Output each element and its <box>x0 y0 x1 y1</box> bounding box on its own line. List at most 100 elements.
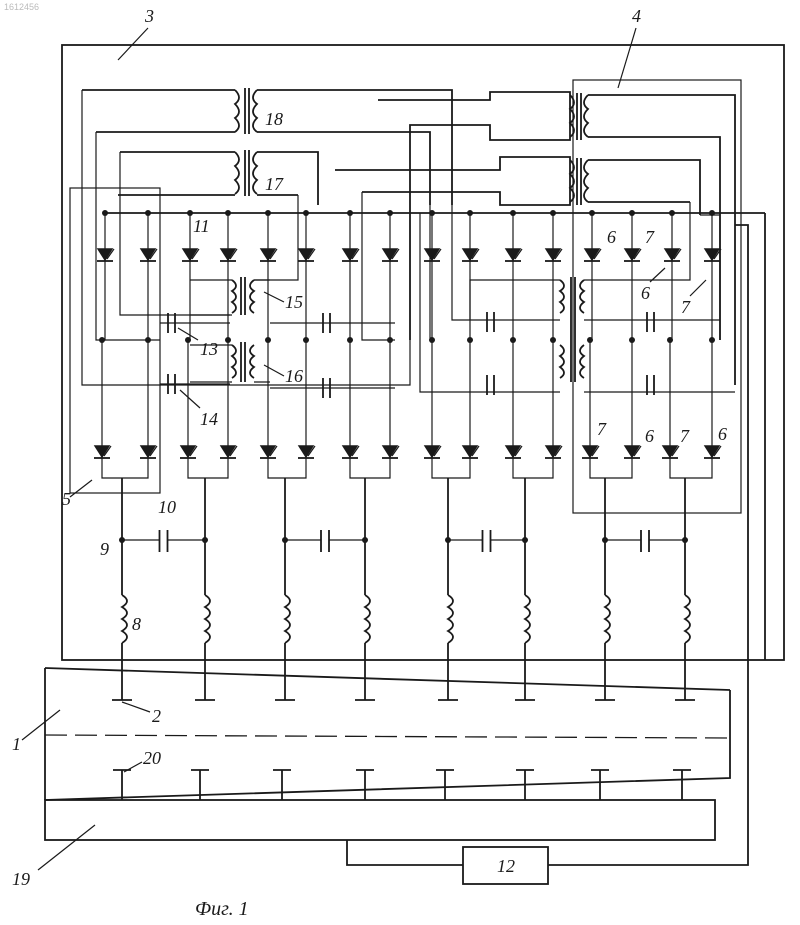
junction-dot <box>629 337 635 343</box>
thyristor <box>662 436 679 468</box>
inductor <box>448 595 453 643</box>
inductor <box>285 595 290 643</box>
thyristor <box>97 239 114 271</box>
thyristor <box>220 239 237 271</box>
junction-dot <box>467 337 473 343</box>
junction-dot <box>510 337 516 343</box>
junction-dot <box>202 537 208 543</box>
junction-dot <box>119 537 125 543</box>
label-8: 8 <box>132 614 141 634</box>
transformer-mid-right <box>560 277 584 382</box>
pair-join <box>590 468 632 478</box>
thyristor <box>582 436 599 468</box>
junction-dot <box>265 337 271 343</box>
junction-dot <box>185 337 191 343</box>
junction-dot <box>99 337 105 343</box>
label-13: 13 <box>200 339 218 359</box>
pair-join <box>513 468 553 478</box>
thyristor <box>260 239 277 271</box>
thyristor-array <box>94 210 721 468</box>
thyristor <box>624 239 641 271</box>
thyristor <box>342 239 359 271</box>
figure-caption: Фиг. 1 <box>195 898 249 920</box>
label-15: 15 <box>285 292 303 312</box>
junction-dot <box>362 537 368 543</box>
label-10: 10 <box>158 497 176 517</box>
junction-dot <box>387 337 393 343</box>
inner-wiring <box>82 90 735 392</box>
label-6-bot-a: 6 <box>645 426 654 446</box>
junction-dot <box>682 537 688 543</box>
pair-join <box>670 468 712 478</box>
leg-wire <box>670 271 672 436</box>
label-14: 14 <box>200 409 218 429</box>
thyristor <box>462 239 479 271</box>
base-19 <box>45 800 715 840</box>
junction-dot <box>282 537 288 543</box>
label-6-bot-b: 6 <box>718 424 727 444</box>
leg-wire <box>188 271 190 436</box>
junction-dot <box>445 537 451 543</box>
label-3: 3 <box>144 6 154 26</box>
thyristor <box>545 436 562 468</box>
thyristor <box>382 436 399 468</box>
junction-dot <box>303 337 309 343</box>
label-19: 19 <box>12 869 30 889</box>
junction-dot <box>225 337 231 343</box>
leg-wire <box>590 271 592 436</box>
thyristor <box>624 436 641 468</box>
inductor <box>122 595 127 643</box>
label-11: 11 <box>193 216 210 236</box>
thyristor <box>704 239 721 271</box>
label-4: 4 <box>632 6 641 26</box>
thyristor <box>382 239 399 271</box>
label-1: 1 <box>12 734 21 754</box>
label-7-bot-a: 7 <box>597 419 607 439</box>
label-18: 18 <box>265 109 283 129</box>
label-9: 9 <box>100 539 109 559</box>
transformer-15 <box>232 277 254 315</box>
thyristor <box>298 239 315 271</box>
thyristor <box>584 239 601 271</box>
label-5: 5 <box>62 489 71 509</box>
junction-dot <box>429 337 435 343</box>
label-6-top: 6 <box>607 227 616 247</box>
transformer-16 <box>232 342 254 382</box>
transformer-right-mid <box>335 157 700 215</box>
pair-join <box>188 468 228 478</box>
junction-dot <box>522 537 528 543</box>
phase-legs <box>102 468 712 800</box>
junction-dot <box>667 337 673 343</box>
thyristor <box>298 436 315 468</box>
junction-dot <box>145 337 151 343</box>
junction-dot <box>709 337 715 343</box>
label-17: 17 <box>265 174 284 194</box>
label-16: 16 <box>285 366 303 386</box>
thyristor <box>342 436 359 468</box>
thyristor <box>462 436 479 468</box>
thyristor <box>260 436 277 468</box>
thyristor <box>505 239 522 271</box>
transformer-17 <box>118 150 318 205</box>
label-20: 20 <box>143 748 161 768</box>
thyristor <box>140 436 157 468</box>
leg-wire <box>102 271 105 436</box>
junction-dot <box>587 337 593 343</box>
thyristor <box>505 436 522 468</box>
thyristor <box>424 436 441 468</box>
control-link <box>347 225 748 865</box>
thyristor <box>94 436 111 468</box>
thyristor <box>180 436 197 468</box>
pair-join <box>102 468 148 478</box>
junction-dot <box>602 537 608 543</box>
inductor <box>605 595 610 643</box>
pair-join <box>350 468 390 478</box>
pair-join <box>432 468 470 478</box>
workpiece-1 <box>45 668 730 800</box>
thyristor <box>220 436 237 468</box>
inductor <box>685 595 690 643</box>
label-7-mid: 7 <box>681 297 691 317</box>
thyristor <box>424 239 441 271</box>
inductor <box>205 595 210 643</box>
